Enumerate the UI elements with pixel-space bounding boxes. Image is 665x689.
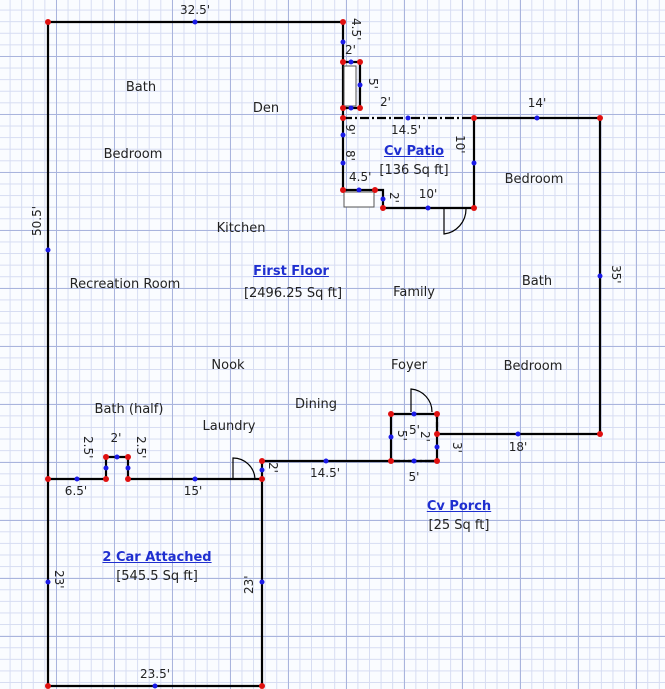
room-label-bedroom: Bedroom xyxy=(504,172,564,187)
dimension-label-front-6-5: 6.5' xyxy=(64,484,88,498)
room-label-bath: Bath xyxy=(125,80,157,95)
room-label-bedroom: Bedroom xyxy=(503,359,563,374)
room-label-foyer: Foyer xyxy=(390,358,428,373)
garage-door-swing xyxy=(232,457,256,480)
dimension-label-patio-14-5: 14.5' xyxy=(390,123,422,137)
dimension-label-garage-left: 23' xyxy=(52,570,66,589)
area-size-cv-porch: [25 Sq ft] xyxy=(428,518,490,533)
room-label-recreation-room: Recreation Room xyxy=(69,277,181,292)
patio-door-swing xyxy=(443,208,467,235)
dimension-label-porch-18: 18' xyxy=(508,440,528,454)
room-label-den: Den xyxy=(252,101,280,116)
dimension-label-front-14-5: 14.5' xyxy=(309,466,341,480)
area-title-garage: 2 Car Attached xyxy=(102,550,212,565)
dimension-label-den-notch-5: 5' xyxy=(366,78,380,89)
dimension-label-patio-2: 2' xyxy=(387,192,401,203)
room-label-nook: Nook xyxy=(211,358,245,373)
dimension-label-patio-10: 10' xyxy=(418,187,438,201)
room-label-bedroom: Bedroom xyxy=(103,147,163,162)
patio-door-frame xyxy=(343,191,375,208)
dimension-label-patio-14: 14' xyxy=(527,96,547,110)
dimension-label-bump-2-5: 2.5' xyxy=(81,436,95,459)
area-title-cv-patio: Cv Patio xyxy=(383,144,445,159)
dimension-label-porch-2: 2' xyxy=(418,431,432,442)
dimension-label-patio-10-vertical: 10' xyxy=(453,135,467,154)
dimension-label-front-2: 2' xyxy=(266,462,280,473)
dimension-label-den-notch-4-5: 4.5' xyxy=(349,18,363,41)
vertex-markers xyxy=(45,19,603,689)
porch-door-swing xyxy=(410,388,433,413)
dimension-label-garage-right: 23' xyxy=(242,575,256,594)
dimension-label-left-50-5: 50.5' xyxy=(30,205,44,236)
dimension-label-den-notch-2: 2' xyxy=(345,43,356,57)
dimension-label-bump-2: 2' xyxy=(110,431,122,445)
den-window xyxy=(343,65,357,107)
room-label-laundry: Laundry xyxy=(202,419,256,434)
dimension-label-bump-2-5: 2.5' xyxy=(134,436,148,459)
area-title-first-floor: First Floor xyxy=(253,264,329,279)
midpoint-markers xyxy=(45,19,603,689)
dimension-label-patio-4-5: 4.5' xyxy=(349,170,372,184)
room-label-bath-half: Bath (half) xyxy=(94,402,164,417)
dimension-label-right-35: 35' xyxy=(609,265,623,284)
dimension-label-den-notch-2: 2' xyxy=(380,95,391,109)
room-label-bath: Bath xyxy=(521,274,553,289)
dimension-label-garage-bottom: 23.5' xyxy=(139,667,171,681)
dimension-label-front-15: 15' xyxy=(183,484,203,498)
room-label-family: Family xyxy=(393,285,435,300)
area-title-cv-porch: Cv Porch xyxy=(426,499,492,514)
dimension-label-patio-8: 8' xyxy=(343,150,357,161)
area-size-garage: [545.5 Sq ft] xyxy=(116,569,198,584)
room-label-dining: Dining xyxy=(295,397,337,412)
room-label-kitchen: Kitchen xyxy=(216,221,266,236)
dimension-label-porch-5: 5' xyxy=(409,423,420,437)
dimension-label-porch-5: 5' xyxy=(408,470,420,484)
area-size-first-floor: [2496.25 Sq ft] xyxy=(243,286,343,301)
dimension-label-porch-5: 5' xyxy=(395,430,409,441)
dimension-label-porch-3: 3' xyxy=(450,442,464,453)
dimension-label-patio-9: 9' xyxy=(343,124,357,135)
area-size-cv-patio: [136 Sq ft] xyxy=(379,163,449,178)
dimension-label-top: 32.5' xyxy=(179,3,211,17)
